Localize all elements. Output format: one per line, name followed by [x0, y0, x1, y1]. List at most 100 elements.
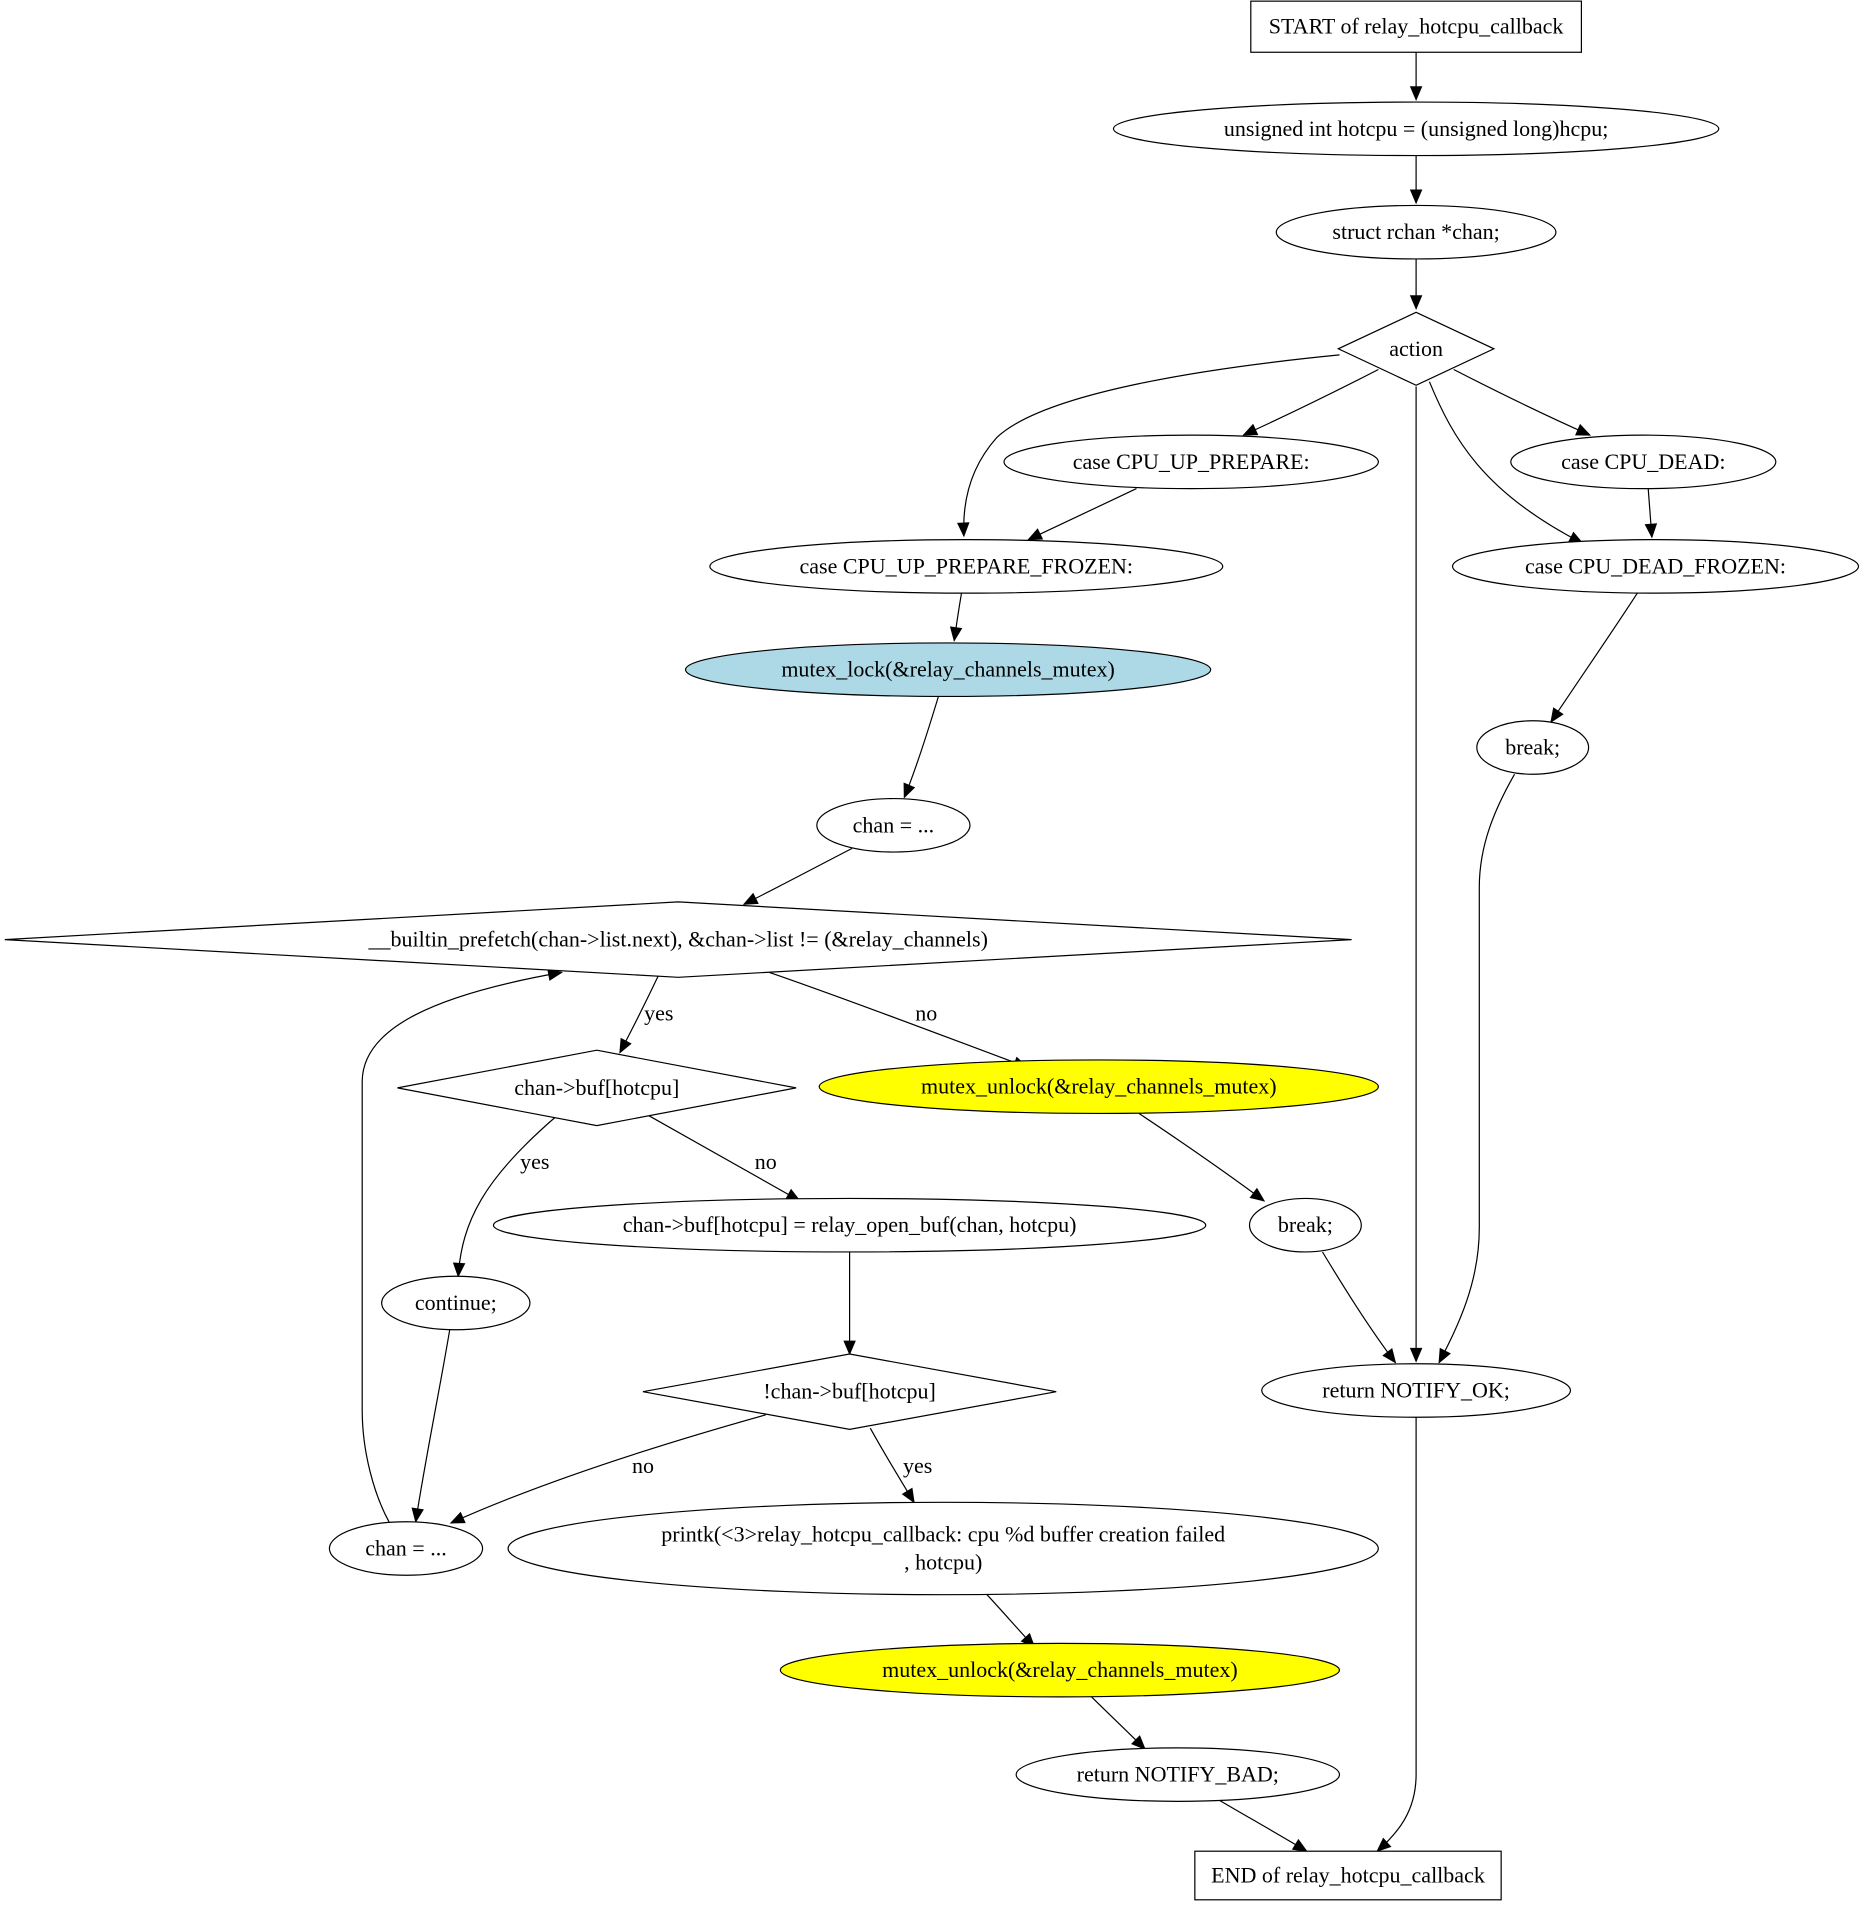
edge-line	[648, 1115, 801, 1202]
ellipse-shape	[1476, 720, 1590, 775]
node-label: break;	[1278, 1212, 1333, 1237]
node-case-up-prepare-frozen: case CPU_UP_PREPARE_FROZEN:	[709, 539, 1224, 594]
edge-line	[1243, 368, 1379, 436]
ellipse-shape	[1510, 434, 1777, 490]
arrowhead	[1376, 1837, 1392, 1853]
node-label: chan->buf[hotcpu]	[514, 1075, 679, 1100]
node-buf-check: chan->buf[hotcpu]	[397, 1049, 797, 1127]
arrowhead	[1644, 523, 1658, 539]
edge-label-no: no	[755, 1149, 777, 1174]
node-label: continue;	[415, 1290, 497, 1315]
node-label: unsigned int hotcpu = (unsigned long)hcp…	[1224, 116, 1609, 141]
edge-return_ok-to-end	[1376, 1417, 1417, 1853]
ellipse-shape	[1248, 1197, 1362, 1253]
node-label: mutex_unlock(&relay_channels_mutex)	[921, 1074, 1277, 1099]
node-open-buf: chan->buf[hotcpu] = relay_open_buf(chan,…	[492, 1197, 1207, 1253]
node-label: , hotcpu)	[904, 1550, 982, 1575]
ellipse-shape	[1015, 1747, 1341, 1802]
ellipse-shape	[381, 1275, 531, 1331]
node-start: START of relay_hotcpu_callback	[1250, 0, 1583, 53]
arrowhead	[1027, 528, 1044, 541]
ellipse-shape	[684, 642, 1212, 698]
node-break-loop: break;	[1248, 1197, 1362, 1253]
node-case-dead-frozen: case CPU_DEAD_FROZEN:	[1451, 539, 1860, 594]
node-label: __builtin_prefetch(chan->list.next), &ch…	[367, 927, 987, 952]
node-label: chan->buf[hotcpu] = relay_open_buf(chan,…	[623, 1212, 1077, 1237]
edge-line	[415, 1329, 451, 1522]
ellipse-shape	[328, 1521, 484, 1576]
arrowhead	[411, 1507, 424, 1524]
node-label: return NOTIFY_BAD;	[1077, 1762, 1279, 1787]
edge-line	[1550, 592, 1638, 723]
edge-line	[743, 847, 853, 905]
node-return-ok: return NOTIFY_OK;	[1261, 1363, 1572, 1418]
edge-line	[1428, 381, 1583, 544]
ellipse-shape	[507, 1501, 1379, 1596]
ellipse-shape	[1261, 1363, 1572, 1418]
edge-line	[1438, 774, 1516, 1363]
node-label: action	[1389, 336, 1443, 361]
edge-case_dead-to-case_dead_frozen	[1644, 488, 1658, 539]
arrowhead	[1409, 1347, 1423, 1363]
node-return-bad: return NOTIFY_BAD;	[1015, 1747, 1341, 1802]
edge-start-to-hotcpu_decl	[1409, 52, 1423, 101]
edge-not_buf_check-to-chan_assign_2: no	[449, 1414, 766, 1524]
edge-line	[903, 696, 939, 798]
edge-printk-to-mutex_unlock_2	[986, 1594, 1036, 1648]
ellipse-shape	[1003, 434, 1379, 490]
edge-buf_check-to-continue: yes	[452, 1116, 556, 1278]
node-label: START of relay_hotcpu_callback	[1269, 14, 1564, 39]
node-label: chan = ...	[365, 1536, 446, 1561]
nodes: START of relay_hotcpu_callback unsigned i…	[4, 0, 1860, 1901]
node-chan-assign-1: chan = ...	[816, 797, 971, 853]
edge-buf_check-to-open_buf: no	[648, 1115, 801, 1202]
node-label: case CPU_UP_PREPARE_FROZEN:	[800, 553, 1134, 578]
edge-chan_assign_1-to-loop_cond	[742, 847, 853, 905]
edge-open_buf-to-not_buf_check	[843, 1251, 856, 1356]
arrowhead	[843, 1340, 856, 1356]
node-label: case CPU_DEAD_FROZEN:	[1525, 553, 1786, 578]
edge-action-to-case_up_prepare	[1242, 368, 1379, 436]
edge-line	[1218, 1799, 1308, 1852]
node-label: case CPU_UP_PREPARE:	[1073, 449, 1310, 474]
edge-line	[1453, 368, 1591, 436]
arrowhead	[1409, 86, 1423, 101]
edge-case_dead_frozen-to-break_dead	[1550, 592, 1638, 724]
ellipse-shape	[779, 1642, 1341, 1698]
edge-return_bad-to-end	[1218, 1799, 1308, 1852]
edge-break_loop-to-return_ok	[1321, 1251, 1397, 1364]
ellipse-shape	[816, 797, 971, 853]
edge-label-yes: yes	[903, 1453, 932, 1478]
node-break-dead: break;	[1476, 720, 1590, 775]
node-label: !chan->buf[hotcpu]	[763, 1379, 935, 1404]
node-action: action	[1336, 311, 1496, 386]
edge-line	[1321, 1251, 1396, 1363]
edge-line	[361, 971, 562, 1523]
node-label: struct rchan *chan;	[1332, 219, 1499, 244]
edge-label-no: no	[632, 1453, 654, 1478]
ellipse-shape	[818, 1059, 1379, 1115]
arrowhead	[1249, 1187, 1266, 1202]
node-case-dead: case CPU_DEAD:	[1510, 434, 1777, 490]
arrowhead	[1131, 1735, 1146, 1751]
ellipse-shape	[1112, 101, 1720, 157]
edge-line	[1138, 1112, 1265, 1202]
arrowhead	[1242, 423, 1259, 436]
edge-loop_cond-to-mutex_unlock_1: no	[769, 971, 1029, 1069]
node-case-up-prepare: case CPU_UP_PREPARE:	[1003, 434, 1379, 490]
node-chan-decl: struct rchan *chan;	[1275, 204, 1557, 260]
diamond-shape	[397, 1049, 797, 1127]
arrowhead	[901, 1487, 915, 1504]
arrowhead	[1438, 1347, 1451, 1364]
arrowhead	[1575, 423, 1592, 436]
node-loop-cond: __builtin_prefetch(chan->list.next), &ch…	[4, 901, 1352, 978]
node-label: mutex_lock(&relay_channels_mutex)	[781, 657, 1115, 682]
arrowhead	[949, 626, 963, 642]
node-label: printk(<3>relay_hotcpu_callback: cpu %d …	[661, 1522, 1225, 1547]
edge-break_dead-to-return_ok	[1438, 774, 1516, 1364]
edge-action-to-return_ok	[1409, 386, 1423, 1363]
node-label: chan = ...	[853, 812, 934, 837]
edge-case_up_prepare_frozen-to-mutex_lock	[949, 593, 963, 642]
edge-case_up_prepare-to-case_up_prepare_frozen	[1027, 488, 1137, 541]
